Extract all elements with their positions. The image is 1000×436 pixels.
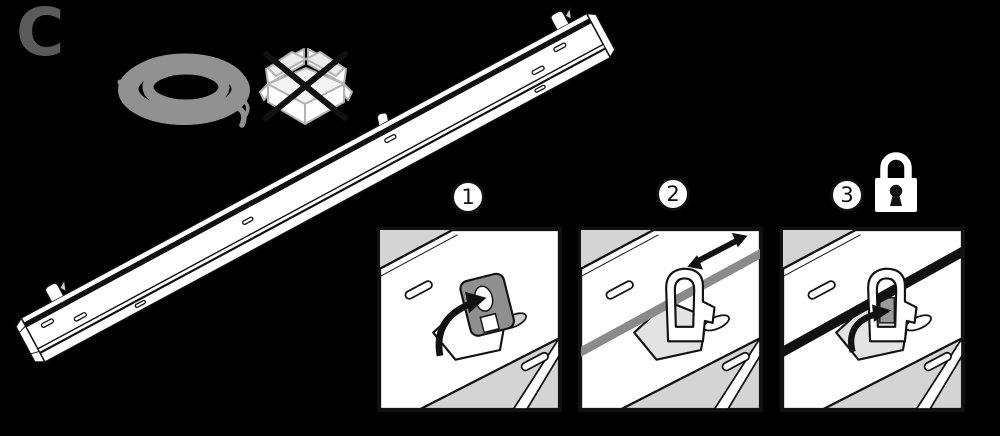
open-box-crossed-icon	[259, 48, 353, 125]
rail-top-lip	[20, 12, 591, 324]
rail-side-face	[39, 48, 611, 363]
rail-cable-clip-left	[44, 279, 67, 303]
step-1-panel	[377, 227, 562, 412]
lock-arrow	[848, 304, 892, 353]
rail-cable-clip-middle	[376, 111, 390, 126]
rail-slot	[807, 280, 952, 372]
step-1-badge: 1	[451, 180, 485, 214]
clip-upright	[665, 267, 716, 343]
rail-slots	[40, 42, 567, 329]
slide-double-arrow	[687, 232, 748, 270]
section-label: C	[16, 0, 64, 71]
clip-locked	[867, 267, 918, 343]
cable-coil-icon	[117, 53, 250, 128]
rail-slot	[404, 280, 549, 372]
step-2-badge: 2	[656, 177, 690, 211]
step-3-panel	[780, 227, 965, 412]
step-2-panel	[578, 227, 763, 412]
cross-out-x	[263, 51, 348, 121]
padlock-icon	[875, 152, 917, 212]
rail-main-face	[25, 21, 604, 350]
step-1-number: 1	[461, 185, 475, 209]
step-3-number: 3	[840, 183, 854, 207]
rail-groove	[25, 22, 585, 326]
flip-up-arrow	[435, 291, 487, 357]
step-3-badge: 3	[830, 178, 864, 212]
step-2-number: 2	[666, 182, 680, 206]
rail-cable-clip-right	[549, 7, 573, 31]
rail-slot	[605, 280, 750, 372]
